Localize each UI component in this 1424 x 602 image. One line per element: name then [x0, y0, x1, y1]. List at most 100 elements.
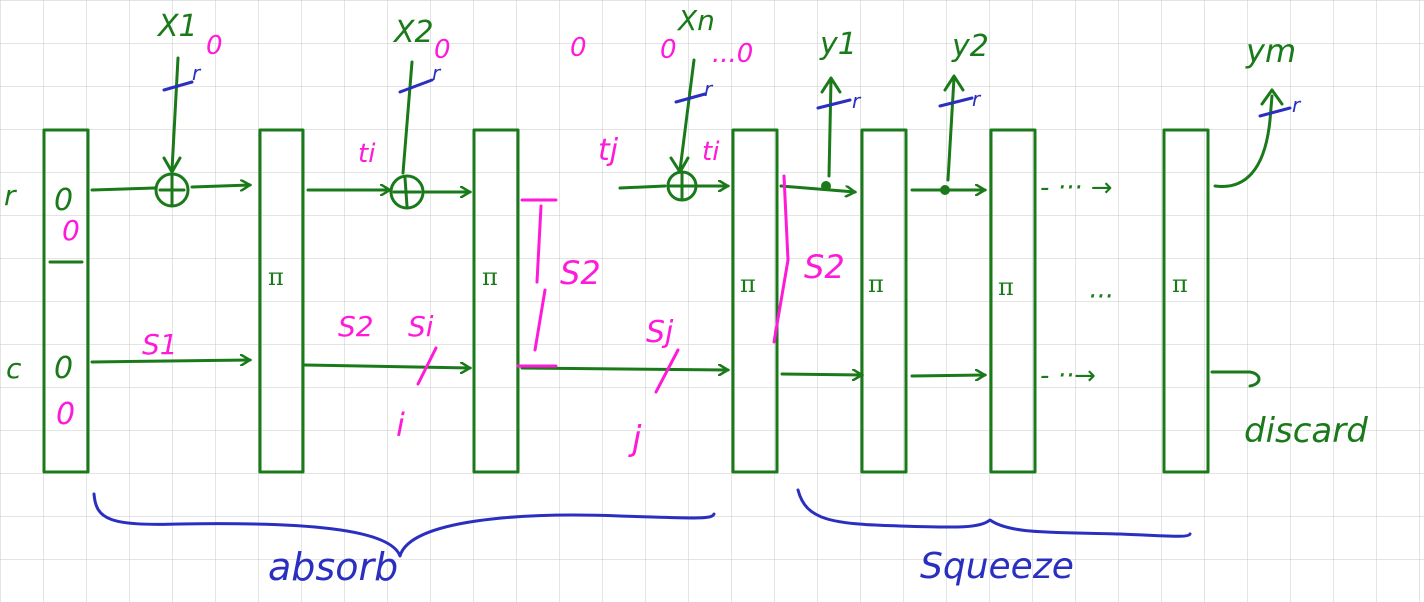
permutation-block-5	[989, 128, 1037, 474]
x2-zero: 0	[434, 35, 451, 65]
cap-line-5	[910, 375, 985, 376]
rate-line-1a	[90, 186, 157, 192]
y2-arrowhead	[943, 74, 965, 92]
xn-zero: 0	[660, 35, 677, 65]
ym-label: ym	[1245, 32, 1296, 70]
x2-label: X2	[392, 15, 434, 50]
rate-line-3a	[618, 184, 667, 190]
y1-label: y1	[819, 27, 857, 62]
si-label: Si	[408, 310, 434, 343]
sj-slash	[654, 348, 680, 394]
x2-input-arrow	[401, 60, 414, 175]
x1-label: X1	[156, 9, 198, 44]
initial-state-block	[42, 128, 90, 474]
discard-curve	[1210, 370, 1261, 388]
sj-label: Sj	[646, 315, 674, 350]
permutation-block-4	[860, 128, 908, 474]
tick-4	[816, 98, 852, 110]
bracket-upper	[535, 204, 543, 284]
permutation-blocks	[42, 128, 1210, 474]
s2-label: S2	[338, 310, 374, 343]
x1-input-arrow	[170, 56, 180, 172]
r-tick-label-4: r	[852, 89, 862, 113]
s2-annotation-2: S2	[804, 248, 845, 286]
permutation-block-3	[731, 128, 779, 474]
tick-5	[938, 96, 974, 108]
ti-label-2: ti	[702, 137, 720, 167]
xn-input-arrow	[678, 58, 696, 172]
absorb-brace	[92, 492, 716, 558]
y1-arrowhead	[820, 76, 842, 94]
capacity-lane	[90, 360, 1261, 388]
cap-line-2	[303, 365, 470, 368]
input-arrows	[162, 56, 965, 182]
xor-3-cross	[668, 172, 696, 200]
cap-line-3	[520, 368, 728, 370]
r-tick-label-2: r	[432, 61, 442, 85]
r-tick-label-1: r	[192, 61, 202, 85]
xor-1	[154, 172, 190, 208]
perm-label-6: π	[1172, 270, 1188, 298]
perm-label-1: π	[268, 263, 284, 291]
c-init-value: 0	[54, 351, 73, 386]
perm-label-5: π	[998, 273, 1014, 301]
cap-line-4	[780, 374, 862, 375]
y1-output-arrow	[827, 78, 833, 178]
si-slash	[416, 346, 438, 386]
y2-label: y2	[951, 29, 989, 64]
xn-dots: ...0	[712, 39, 753, 69]
tap-2	[940, 185, 950, 195]
squeeze-brace	[796, 488, 1192, 538]
tap-1	[821, 181, 831, 191]
permutation-block-2	[472, 128, 520, 474]
rate-line-4	[779, 184, 855, 192]
perm-label-2: π	[482, 263, 498, 291]
r-zero-mark: 0	[62, 214, 80, 247]
x1-arrowhead	[162, 156, 182, 174]
y2-output-arrow	[946, 76, 956, 182]
r-tick-label-3: r	[704, 77, 714, 101]
rate-width-ticks	[162, 78, 1292, 118]
ym-output-curve	[1213, 94, 1274, 188]
r-label: r	[4, 179, 17, 212]
xn-label: Xn	[676, 4, 715, 37]
rate-dots: - ··· →	[1040, 173, 1113, 203]
cap-line-1	[90, 360, 250, 362]
r-init-value: 0	[54, 183, 73, 218]
xor-1-cross	[158, 174, 186, 206]
mid-dots: ···	[1088, 282, 1113, 312]
ym-arrowhead	[1260, 88, 1284, 106]
rate-line-1b	[190, 185, 250, 187]
magenta-marks	[416, 174, 790, 394]
tj-label: tj	[598, 133, 619, 168]
xn-arrowhead	[669, 156, 690, 174]
xor-2	[389, 174, 425, 210]
s2-annotation-1: S2	[560, 254, 601, 292]
capacity-stroke	[772, 174, 790, 344]
s1-label: S1	[142, 328, 178, 361]
t-label-1: ti	[358, 139, 376, 169]
mid-zero: 0	[570, 33, 587, 63]
discard-label: discard	[1244, 411, 1368, 451]
bracket-lower	[533, 288, 547, 352]
tick-1	[162, 80, 194, 92]
rate-lane	[90, 88, 1284, 210]
r-tick-label-6: r	[1292, 93, 1302, 117]
j-label: j	[628, 419, 642, 459]
capacity-dots: - ··→	[1040, 361, 1096, 391]
braces	[92, 488, 1192, 558]
permutation-block-1	[258, 128, 305, 474]
i-label: i	[396, 406, 405, 444]
x1-zero: 0	[206, 31, 223, 61]
c-zero-mark: 0	[56, 397, 75, 432]
absorb-label: absorb	[268, 545, 398, 589]
perm-label-3: π	[740, 270, 756, 298]
r-tick-label-5: r	[972, 87, 982, 111]
permutation-block-6	[1162, 128, 1210, 474]
c-label: c	[6, 352, 22, 385]
tick-2	[398, 78, 434, 94]
xor-2-cross	[392, 176, 422, 208]
squeeze-label: Squeeze	[920, 546, 1074, 587]
